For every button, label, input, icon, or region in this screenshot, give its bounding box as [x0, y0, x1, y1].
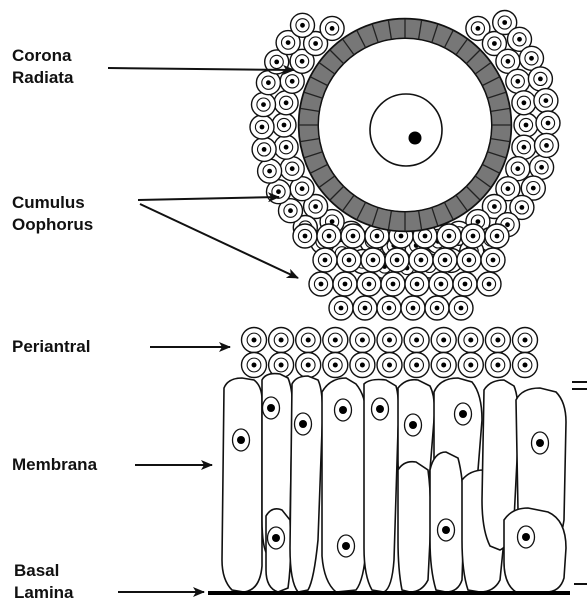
corona-label-line2: Radiata — [12, 67, 73, 89]
membrana-label: Membrana — [12, 454, 97, 476]
basal-label-line2: Lamina — [14, 582, 74, 604]
basal-label-line1: Basal — [14, 560, 74, 582]
corona-label-line1: Corona — [12, 45, 73, 67]
corona-radiata-label: Corona Radiata — [12, 45, 73, 89]
periantral-label: Periantral — [12, 336, 90, 358]
basal-lamina-label: Basal Lamina — [14, 560, 74, 604]
cumulus-oophorus-label: Cumulus Oophorus — [12, 192, 93, 236]
cumulus-label-line1: Cumulus — [12, 192, 93, 214]
cumulus-label-line2: Oophorus — [12, 214, 93, 236]
